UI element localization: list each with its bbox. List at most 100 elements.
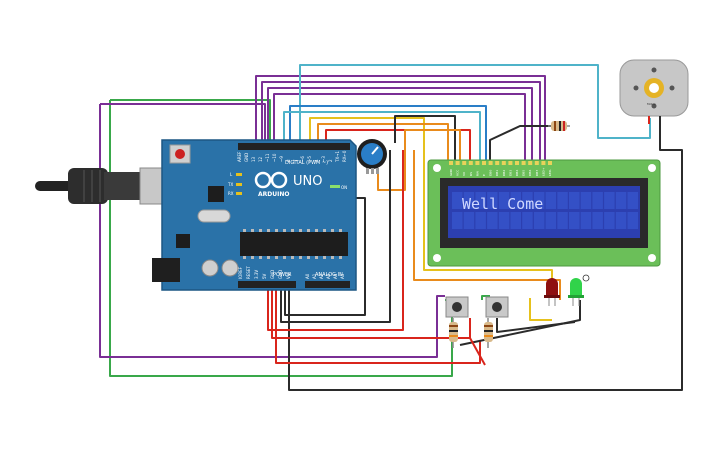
wire-cyan-2[interactable] xyxy=(283,111,481,160)
lcd-cell xyxy=(487,212,498,229)
lcd-cell xyxy=(557,192,568,209)
pin-label: RESET xyxy=(246,266,251,279)
wire-orange-long[interactable] xyxy=(413,150,561,300)
usb-cable xyxy=(35,167,175,205)
pin-label: 2 xyxy=(328,159,333,162)
digital-header xyxy=(238,143,350,150)
lcd-pin[interactable] xyxy=(508,161,513,165)
arduino-logo xyxy=(254,171,288,189)
motor-label: Motor xyxy=(647,102,656,106)
wire-black-led[interactable] xyxy=(496,318,576,333)
wire-black-btn[interactable] xyxy=(459,300,581,346)
lcd-pin[interactable] xyxy=(455,161,460,165)
lcd-cell xyxy=(498,212,510,229)
lcd-pin-label: VCC xyxy=(456,170,460,176)
led-red[interactable] xyxy=(544,278,560,306)
resistor-button-1[interactable] xyxy=(449,318,458,348)
led-rx-label: RX xyxy=(228,191,234,196)
lcd-cell xyxy=(604,192,615,209)
wire-red-lcd[interactable] xyxy=(325,129,471,160)
pin-label: 7 xyxy=(293,159,298,162)
pin-label: AREF xyxy=(237,151,242,162)
lcd-message: Well Come xyxy=(462,195,543,213)
lcd-pin-label: GND xyxy=(449,168,453,176)
capacitor xyxy=(221,259,239,277)
wire-black-low2[interactable] xyxy=(288,118,683,391)
wire-green-btn[interactable] xyxy=(481,295,490,300)
wire-yellow[interactable] xyxy=(309,117,553,298)
lcd-pin-label: LED+ xyxy=(541,167,545,176)
wire-black-low3[interactable] xyxy=(280,150,391,323)
lcd-cell xyxy=(533,192,545,209)
lcd-cell xyxy=(463,212,475,229)
wire-purple-1[interactable] xyxy=(255,75,546,160)
microcontroller-chip xyxy=(240,232,348,256)
lcd-pin[interactable] xyxy=(534,161,539,165)
lcd-pin-label: DB2 xyxy=(502,170,506,176)
pin-label: IOREF xyxy=(238,266,243,279)
lcd-pin[interactable] xyxy=(501,161,506,165)
lcd-pin-label: V0 xyxy=(462,172,466,176)
lcd-cell xyxy=(487,192,498,209)
lcd-cell xyxy=(522,192,533,209)
lcd-pin[interactable] xyxy=(548,161,552,165)
wire-cyan-motor[interactable] xyxy=(299,64,651,143)
lcd-pin[interactable] xyxy=(528,161,533,165)
lcd-pin[interactable] xyxy=(495,161,500,165)
lcd-cell xyxy=(569,212,580,229)
wires xyxy=(99,64,683,391)
pin-label: 4 xyxy=(314,159,319,162)
lcd-pin[interactable] xyxy=(521,161,526,165)
wire-orange-pot[interactable] xyxy=(377,129,461,191)
wire-purple-pin[interactable] xyxy=(100,103,266,143)
push-button-1[interactable] xyxy=(445,296,469,318)
wire-red-low2[interactable] xyxy=(275,285,481,364)
wire-yellow-led[interactable] xyxy=(529,298,552,321)
pin-label: 3.3V xyxy=(254,270,259,279)
pin-label: A5 xyxy=(340,273,345,279)
pin-label: 12 xyxy=(258,156,263,162)
potentiometer[interactable] xyxy=(357,139,387,174)
wire-black-top[interactable] xyxy=(394,115,456,160)
wire-blue[interactable] xyxy=(289,105,487,160)
arduino-uno-board[interactable]: ARDUINO UNO ON L TX RX DIGITAL (PWM ~) P… xyxy=(152,139,357,291)
lcd-pin[interactable] xyxy=(482,161,486,165)
led-l-label: L xyxy=(230,172,233,177)
resistor-button-2[interactable] xyxy=(484,318,493,348)
lcd-pin[interactable] xyxy=(488,161,493,165)
lcd-pin[interactable] xyxy=(541,161,546,165)
lcd-pin[interactable] xyxy=(475,161,480,165)
pin-label: ~10 xyxy=(272,153,277,162)
led-green[interactable] xyxy=(568,274,590,306)
wire-black-resistor[interactable] xyxy=(489,125,553,160)
wire-purple-3[interactable] xyxy=(267,87,533,160)
pin-label: GND xyxy=(244,153,249,162)
dc-motor[interactable]: Motor xyxy=(619,59,689,124)
wire-orange[interactable] xyxy=(317,123,449,160)
lcd-cell xyxy=(475,212,486,229)
lcd-pin[interactable] xyxy=(468,161,473,165)
wire-purple-2[interactable] xyxy=(261,81,541,160)
pin-label: 8 xyxy=(286,159,291,162)
pin-label: A0 xyxy=(305,273,310,279)
resistor-lcd[interactable] xyxy=(548,121,570,131)
wire-green-pin[interactable] xyxy=(110,99,271,143)
pin-label: GND xyxy=(278,270,283,279)
on-label: ON xyxy=(341,185,347,190)
lcd-pin[interactable] xyxy=(449,161,453,165)
wire-purple-loop[interactable] xyxy=(99,104,445,358)
analog-label: ANALOG IN xyxy=(315,272,343,278)
pin-label: ~3 xyxy=(321,156,326,162)
info-icon[interactable] xyxy=(582,274,590,282)
push-button-2[interactable] xyxy=(485,296,509,318)
pin-label: ~11 xyxy=(265,153,270,162)
lcd-pin[interactable] xyxy=(515,161,519,165)
lcd-pin[interactable] xyxy=(462,161,467,165)
wire-red-btn[interactable] xyxy=(469,318,486,366)
capacitor xyxy=(201,259,219,277)
board-model: UNO xyxy=(293,174,322,189)
lcd-cell xyxy=(452,192,463,209)
wire-red-low3[interactable] xyxy=(267,150,404,331)
